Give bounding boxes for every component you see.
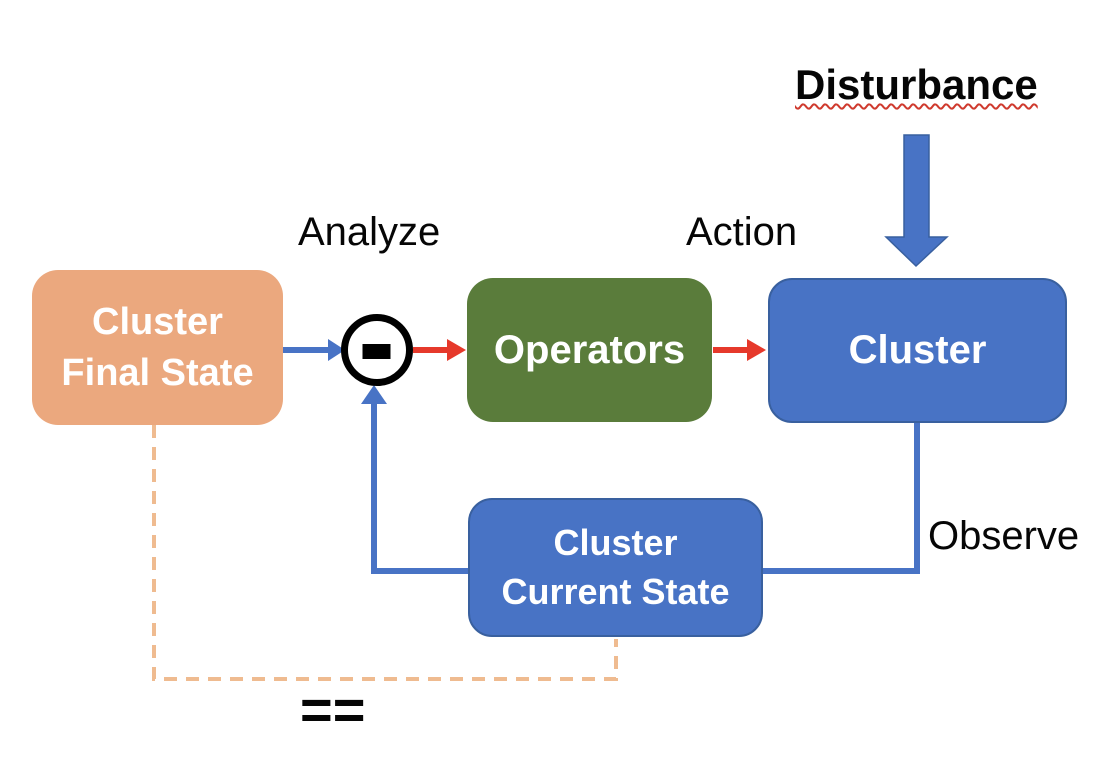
cluster-label: Cluster xyxy=(848,328,987,372)
edge-equality-dashed xyxy=(152,425,618,681)
final-state-label-line1: Cluster xyxy=(92,301,223,344)
feedback-arrowhead-icon xyxy=(361,385,387,404)
equals-label: == xyxy=(300,678,366,741)
analyze-label: Analyze xyxy=(298,210,441,254)
final-state-box: Cluster Final State xyxy=(32,270,283,425)
disturbance-label: Disturbance xyxy=(795,61,1038,108)
operators-label: Operators xyxy=(493,327,686,372)
blue-arrowhead-icon xyxy=(328,339,345,361)
current-state-label-line2: Current State xyxy=(501,570,730,612)
operators-box: Operators xyxy=(467,278,712,422)
current-state-label-line1: Cluster xyxy=(553,521,678,563)
red-arrowhead-icon xyxy=(747,339,766,361)
red-arrowhead-icon xyxy=(447,339,466,361)
final-state-label-line2: Final State xyxy=(61,351,254,394)
cluster-box: Cluster xyxy=(768,278,1067,423)
disturbance-block-arrow-icon xyxy=(884,134,949,268)
observe-label: Observe xyxy=(928,514,1080,558)
minus-icon xyxy=(362,344,391,359)
action-label: Action xyxy=(686,210,798,254)
current-state-box: Cluster Current State xyxy=(468,498,763,637)
